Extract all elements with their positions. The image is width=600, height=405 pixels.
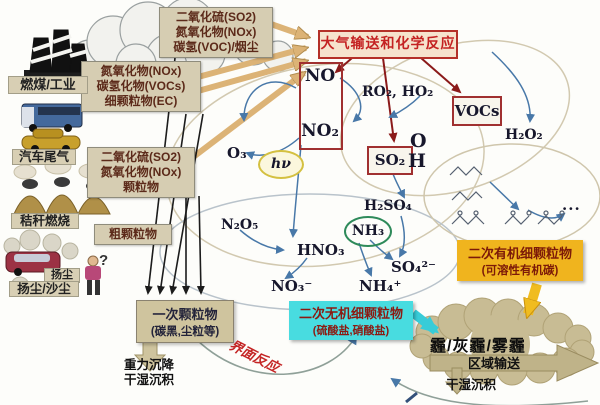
emission-box-1-line3: 碳氢(VOC)/烟尘 bbox=[173, 40, 259, 54]
species-o3: O₃ bbox=[227, 144, 247, 162]
car-icon bbox=[21, 128, 81, 153]
emission-box-2-line1: 氮氧化物(NOx) bbox=[100, 64, 182, 78]
species-hv: hν bbox=[258, 150, 304, 179]
interface-curves bbox=[196, 334, 589, 405]
dry-wet-deposition-label: 干湿沉积 bbox=[124, 373, 175, 387]
reaction-arrows bbox=[334, 57, 462, 143]
emission-box-1-line2: 氮氧化物(NOx) bbox=[175, 25, 257, 39]
haze-deposition-label: 干湿沉积 bbox=[446, 378, 497, 392]
label-straw-burning: 秸秆燃烧 bbox=[11, 213, 79, 229]
haze-label: 霾/灰霾/雾霾 bbox=[430, 338, 526, 355]
species-so4: SO₄²⁻ bbox=[391, 258, 436, 276]
species-hno3: HNO₃ bbox=[297, 241, 345, 259]
species-h2so4: H₂SO₄ bbox=[364, 198, 412, 214]
emission-box-1: 二氧化硫(SO2) 氮氧化物(NOx) 碳氢(VOC)/烟尘 bbox=[159, 7, 273, 58]
secondary-inorganic-line1: 二次无机细颗粒物 bbox=[298, 306, 403, 321]
species-nh3: NH₃ bbox=[344, 216, 392, 247]
primary-particles-line1: 一次颗粒物 bbox=[152, 307, 218, 322]
species-no3: NO₃⁻ bbox=[271, 277, 313, 295]
regional-transport-arrow bbox=[429, 344, 600, 382]
species-ro2-ho2: RO₂, HO₂ bbox=[362, 84, 434, 100]
species-so2: SO₂ bbox=[367, 146, 413, 175]
secondary-inorganic-box: 二次无机细颗粒物 (硫酸盐,硝酸盐) bbox=[289, 301, 413, 340]
straw-piles-icon bbox=[13, 157, 111, 215]
primary-particles-box: 一次颗粒物 (碳黑,尘粒等) bbox=[136, 300, 234, 343]
person-icon bbox=[85, 255, 101, 295]
emission-box-2-line3: 细颗粒物(EC) bbox=[104, 94, 178, 108]
haze-deposition-arrow bbox=[444, 367, 470, 395]
emission-box-4: 粗颗粒物 bbox=[94, 224, 172, 245]
primary-particles-line2: (碳黑,尘粒等) bbox=[150, 326, 220, 338]
species-no: NO bbox=[304, 66, 336, 86]
emission-box-4-line1: 粗颗粒物 bbox=[108, 227, 157, 241]
chemistry-arrows bbox=[239, 51, 566, 280]
secondary-organic-line2: (可溶性有机碳) bbox=[481, 265, 559, 277]
emission-box-2-line2: 碳氢化物(VOCs) bbox=[96, 79, 186, 93]
species-h2o2: H₂O₂ bbox=[505, 127, 543, 143]
label-dust-sand: 扬尘/沙尘 bbox=[9, 281, 79, 297]
emission-box-3: 二氧化硫(SO2) 氮氧化物(NOx) 颗粒物 bbox=[87, 147, 195, 198]
emission-box-3-line1: 二氧化硫(SO2) bbox=[100, 150, 181, 164]
species-more: ... bbox=[562, 196, 581, 214]
secondary-organic-box: 二次有机细颗粒物 (可溶性有机碳) bbox=[457, 240, 583, 281]
species-vocs: VOCs bbox=[452, 96, 502, 126]
question-mark: ? bbox=[99, 252, 109, 269]
inorganic-to-haze-arrow bbox=[410, 309, 440, 335]
organic-structures bbox=[449, 166, 565, 225]
emission-box-3-line3: 颗粒物 bbox=[122, 180, 159, 194]
secondary-organic-line1: 二次有机细颗粒物 bbox=[467, 246, 572, 261]
no-no2-box bbox=[299, 62, 343, 150]
emission-box-3-line2: 氮氧化物(NOx) bbox=[100, 165, 182, 179]
title-box: 大气输送和化学反应 bbox=[318, 30, 458, 59]
species-n2o5: N₂O₅ bbox=[221, 217, 259, 233]
emission-box-2: 氮氧化物(NOx) 碳氢化物(VOCs) 细颗粒物(EC) bbox=[81, 61, 201, 112]
secondary-inorganic-line2: (硫酸盐,硝酸盐) bbox=[312, 325, 390, 337]
regional-transport-label: 区域输送 bbox=[468, 356, 521, 371]
species-o: O bbox=[410, 130, 427, 152]
emission-box-1-line1: 二氧化硫(SO2) bbox=[175, 10, 256, 24]
gravity-settling-label: 重力沉降 bbox=[124, 358, 175, 372]
species-no2: NO₂ bbox=[301, 121, 339, 141]
label-vehicle-exhaust: 汽车尾气 bbox=[12, 149, 76, 165]
label-coal-industry: 燃煤/工业 bbox=[8, 76, 88, 94]
species-h: H bbox=[408, 150, 426, 172]
organic-to-haze-arrow bbox=[528, 282, 542, 314]
truck-icon bbox=[21, 103, 83, 132]
species-nh4: NH₄⁺ bbox=[359, 277, 402, 295]
